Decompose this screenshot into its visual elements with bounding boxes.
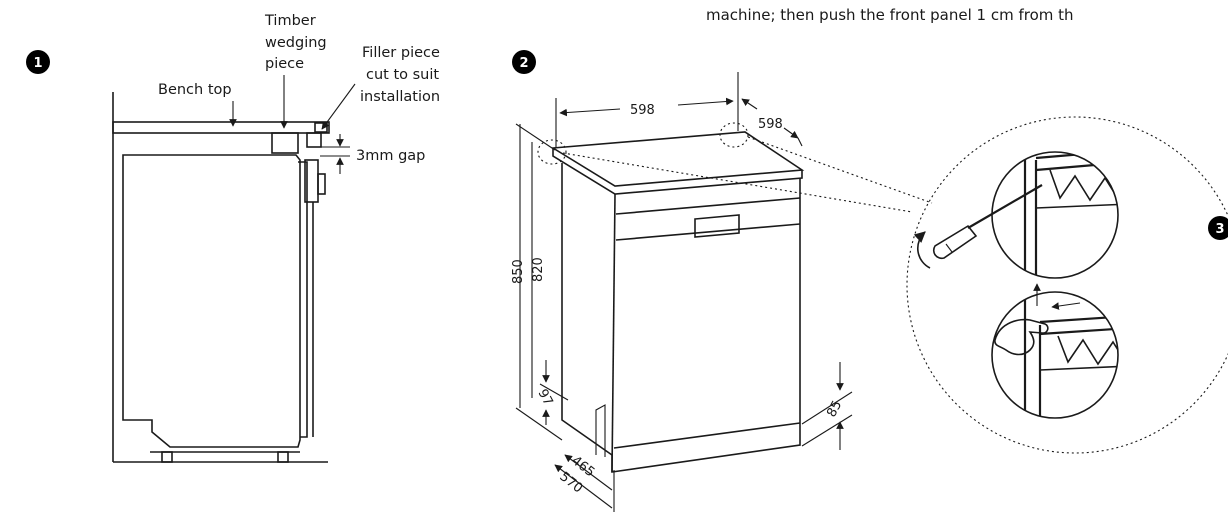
filler-leader — [321, 83, 356, 130]
screwdriver-icon — [932, 184, 1043, 260]
underside-line — [1035, 203, 1118, 209]
dim-width-598: 598 — [630, 103, 655, 118]
depth-ext — [797, 137, 803, 147]
plinth-ext-top — [801, 391, 853, 425]
plinth — [611, 423, 801, 473]
detail-panel-push — [991, 283, 1119, 419]
diagram-3-detail: 3 — [906, 116, 1228, 454]
hand-icon — [994, 318, 1049, 356]
step-badge-1: 1 — [26, 50, 50, 74]
rear-foot — [277, 451, 289, 463]
detail-circle-bottom — [991, 291, 1119, 419]
bench-edge — [1035, 152, 1118, 172]
plinth-ext-bottom — [801, 414, 853, 447]
corner-highlight-left — [537, 139, 567, 165]
door-top-line — [615, 223, 801, 241]
step-number: 3 — [1215, 222, 1224, 237]
dim-height-850: 850 — [511, 259, 526, 284]
step-badge-3: 3 — [1208, 216, 1228, 240]
diagram-1-side-view: 1 Timber wedging piece Filler piece cut … — [26, 13, 440, 463]
instruction-caption: machine; then push the front panel 1 cm … — [706, 6, 1074, 24]
dim-foot-97: 97 — [534, 387, 555, 409]
detail-screw-removal — [913, 151, 1119, 279]
bench-top — [112, 121, 330, 134]
height-ext-top — [515, 123, 556, 151]
door-handle — [317, 173, 326, 195]
step-number: 1 — [33, 56, 42, 71]
left-side-panel — [561, 163, 613, 456]
zigzag-support — [1057, 335, 1118, 367]
filler-piece — [306, 132, 322, 148]
door-handle — [694, 214, 740, 238]
label-installation: installation — [360, 89, 440, 105]
underside-line — [1039, 365, 1118, 371]
magnified-circle — [906, 116, 1228, 454]
step-badge-2: 2 — [512, 50, 536, 74]
callout-line-a — [562, 152, 913, 213]
depth-dim-a — [741, 98, 758, 110]
depth-570-line — [554, 464, 613, 509]
front-left-edge — [611, 193, 616, 473]
label-piece: piece — [265, 56, 304, 72]
dim-height-820: 820 — [531, 257, 546, 282]
bench-edge — [1039, 314, 1118, 336]
left-arrow-icon — [1051, 302, 1081, 310]
height-ext-bottom — [515, 407, 563, 441]
timber-wedging-piece — [271, 132, 299, 154]
callout-line-b — [747, 136, 933, 204]
dim-plinth-85: 85 — [824, 398, 845, 420]
label-filler-piece: Filler piece — [362, 45, 440, 61]
label-timber: Timber — [264, 13, 316, 29]
detail-circle-top — [991, 151, 1119, 279]
depth-465-line — [564, 454, 613, 491]
depth-dim-b — [783, 127, 799, 139]
foot-ext — [539, 383, 569, 401]
step-number: 2 — [519, 56, 528, 71]
corner-highlight-right — [719, 122, 749, 148]
dishwasher-body-outline — [122, 154, 301, 448]
rear-foot — [595, 404, 606, 457]
width-dim-left — [559, 108, 621, 117]
door-panel — [298, 161, 308, 438]
top-surface — [550, 131, 805, 187]
door-bottom-line — [613, 422, 801, 449]
zigzag-support — [1049, 169, 1118, 204]
dim-depth-598: 598 — [758, 117, 783, 132]
label-3mm-gap: 3mm gap — [356, 148, 425, 164]
diagram-2-dimensions: 2 598 598 — [511, 50, 933, 512]
label-cut-to-suit: cut to suit — [366, 67, 439, 83]
label-wedging: wedging — [265, 35, 327, 51]
front-foot — [161, 451, 173, 463]
control-band — [615, 197, 801, 215]
width-dim-right — [677, 97, 734, 106]
rotate-arrow-icon — [913, 231, 931, 269]
label-bench-top: Bench top — [158, 82, 232, 98]
